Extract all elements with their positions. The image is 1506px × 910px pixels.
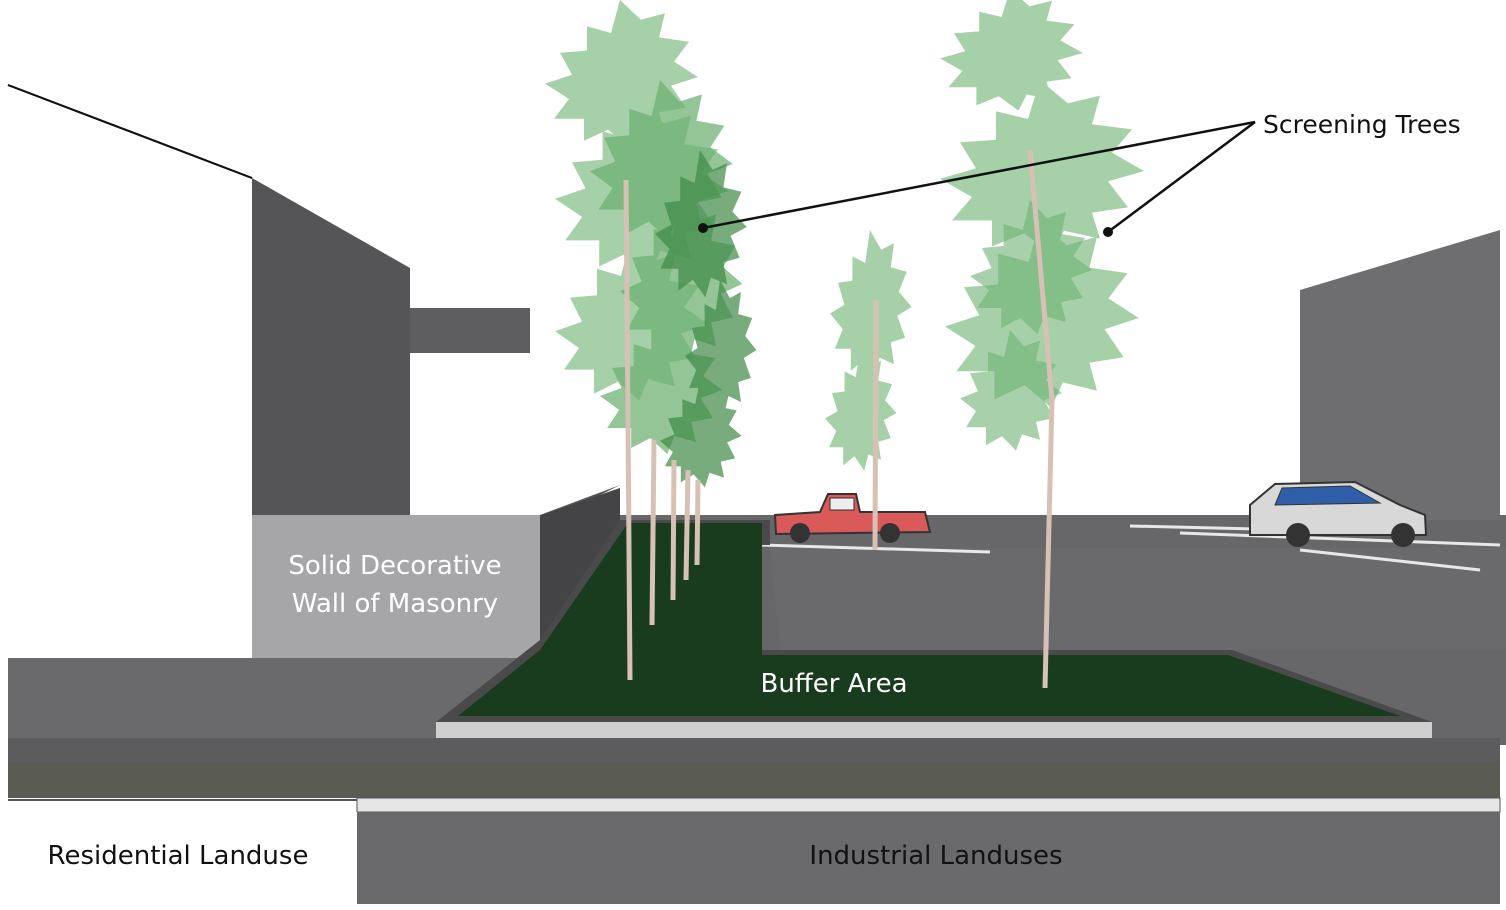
building-connector bbox=[410, 308, 530, 353]
screening-trees-label: Screening Trees bbox=[1263, 110, 1461, 139]
tree-row-left bbox=[545, 0, 757, 681]
industrial-landuses-label: Industrial Landuses bbox=[809, 841, 1062, 871]
wall-label-line1: Solid Decorative bbox=[288, 551, 501, 581]
residential-band bbox=[0, 812, 357, 904]
wall-label-line2: Wall of Masonry bbox=[292, 589, 498, 619]
parking-lot-surface bbox=[770, 548, 1506, 650]
residential-building-side bbox=[252, 178, 410, 515]
industrial-building bbox=[1300, 230, 1500, 520]
pickup-truck-icon bbox=[773, 493, 932, 543]
leader-dot-left bbox=[698, 223, 708, 233]
leader-line bbox=[702, 120, 1256, 234]
masonry-wall-face bbox=[252, 515, 540, 660]
suv-car-icon bbox=[1249, 480, 1428, 547]
industrial-band bbox=[357, 812, 1500, 904]
residential-landuse-label: Residential Landuse bbox=[48, 841, 309, 871]
tree-row-right bbox=[825, 0, 1144, 689]
parking-stripes bbox=[759, 524, 1501, 572]
buffer-area-green bbox=[458, 523, 1400, 716]
leader-dot-right bbox=[1103, 227, 1113, 237]
buffer-area-label: Buffer Area bbox=[760, 669, 907, 699]
buffer-curb-strip bbox=[436, 722, 1432, 738]
road-band bbox=[8, 762, 1500, 798]
sidewalk-line bbox=[356, 797, 1501, 813]
roof-edge-line bbox=[7, 84, 253, 179]
road-band-top bbox=[8, 738, 1500, 762]
building-window-wall bbox=[410, 353, 585, 515]
masonry-wall-side bbox=[540, 488, 620, 648]
